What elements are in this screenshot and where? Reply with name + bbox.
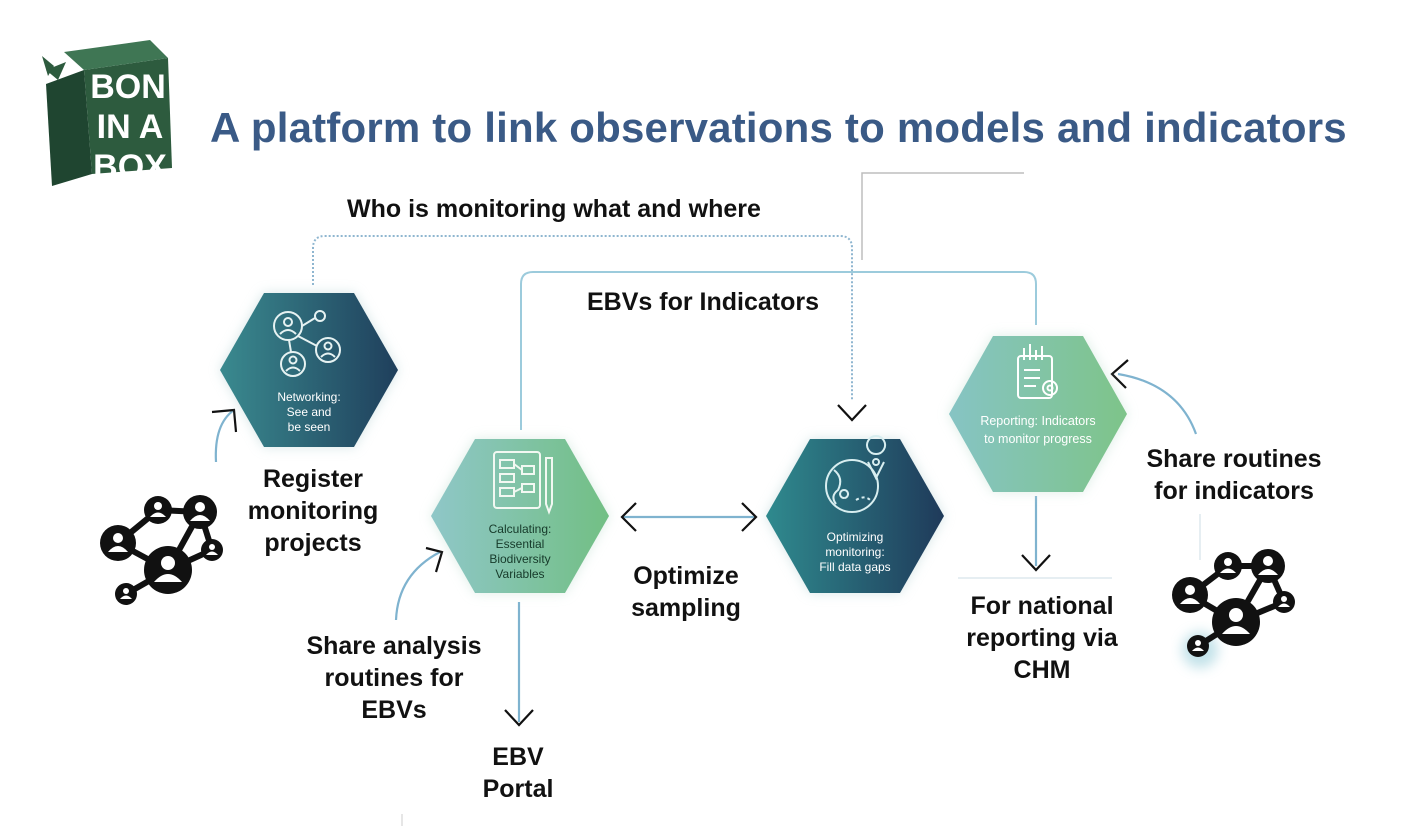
register-arrowhead xyxy=(211,408,238,433)
networking-line: See and xyxy=(286,405,332,419)
people-network-icon xyxy=(273,310,341,377)
logo-line-2: IN A xyxy=(97,108,164,146)
calculating-line: Calculating: xyxy=(488,522,552,536)
reporting-hex-label: Reporting: Indicators to monitor progres… xyxy=(968,412,1108,448)
ebv-portal-line: Portal xyxy=(482,775,554,803)
optimize-sampling-line: sampling xyxy=(631,594,741,622)
double-arrow-left-head xyxy=(620,502,637,532)
people-network-right-icon xyxy=(1172,549,1295,668)
share-analysis-label: Share analysis routines for EBVs xyxy=(300,630,488,726)
page-title: A platform to link observations to model… xyxy=(210,104,1347,151)
report-chart-gear-icon xyxy=(1017,344,1058,399)
optimizing-in-arrowhead xyxy=(837,404,867,422)
calculating-line: Essential xyxy=(495,537,545,551)
people-network-left-icon xyxy=(100,495,223,605)
grey-corner-line xyxy=(861,172,1024,260)
flowchart-pencil-icon xyxy=(493,451,553,515)
register-curved-arrow xyxy=(214,409,235,463)
share-analysis-line: routines for xyxy=(324,664,464,692)
share-analysis-arrowhead xyxy=(425,546,444,573)
who-monitoring-connector xyxy=(312,235,853,400)
register-line: projects xyxy=(264,529,362,557)
share-indicators-line: Share routines xyxy=(1146,445,1322,473)
reporting-hex[interactable] xyxy=(949,336,1127,492)
ebv-portal-arrowhead xyxy=(504,709,534,727)
networking-line: be seen xyxy=(287,420,331,434)
share-analysis-line: EBVs xyxy=(361,696,427,724)
optimize-sampling-label: Optimize sampling xyxy=(616,560,756,624)
logo-line-3: BOX xyxy=(93,148,167,186)
share-analysis-line: Share analysis xyxy=(306,632,482,660)
logo-text: BON IN A BOX xyxy=(90,68,167,186)
share-indicators-curved-arrow xyxy=(1117,372,1198,435)
calculating-line: Variables xyxy=(495,567,545,581)
reporting-line: Reporting: Indicators xyxy=(980,414,1096,428)
who-monitoring-label: Who is monitoring what and where xyxy=(347,195,761,223)
networking-line: Networking: xyxy=(277,390,341,404)
share-indicators-arrowhead xyxy=(1110,359,1129,389)
networking-hex-label: Networking: See and be seen xyxy=(259,390,359,435)
double-arrow-right-head xyxy=(741,502,758,532)
share-indicators-line: for indicators xyxy=(1154,477,1314,505)
national-reporting-line: reporting via xyxy=(966,624,1118,652)
register-line: monitoring xyxy=(247,497,379,525)
optimizing-line: Fill data gaps xyxy=(819,560,891,574)
optimizing-line: Optimizing xyxy=(826,530,884,544)
calculating-hex[interactable] xyxy=(431,439,609,593)
optimize-sampling-line: Optimize xyxy=(633,562,739,590)
networking-hex[interactable] xyxy=(220,293,398,447)
national-reporting-label: For national reporting via CHM xyxy=(952,590,1132,686)
register-label: Register monitoring projects xyxy=(236,463,390,559)
national-reporting-line: For national xyxy=(970,592,1114,620)
ebv-portal-label: EBV Portal xyxy=(468,741,568,805)
calculating-line: Biodiversity xyxy=(489,552,551,566)
logo-box xyxy=(42,40,172,186)
logo-line-1: BON xyxy=(90,68,166,106)
globe-pin-icon xyxy=(825,435,887,513)
reporting-line: to monitor progress xyxy=(984,432,1092,446)
ebvs-indicators-connector xyxy=(520,271,1037,430)
ebvs-indicators-label: EBVs for Indicators xyxy=(587,288,819,316)
optimizing-hex-label: Optimizing monitoring: Fill data gaps xyxy=(805,530,905,575)
ebv-portal-line: EBV xyxy=(492,743,544,771)
optimizing-line: monitoring: xyxy=(825,545,885,559)
national-reporting-line: CHM xyxy=(1013,656,1071,684)
optimizing-hex[interactable] xyxy=(766,439,944,593)
national-reporting-arrowhead xyxy=(1021,554,1051,572)
calculating-hex-label: Calculating: Essential Biodiversity Vari… xyxy=(470,522,570,582)
share-analysis-curved-arrow xyxy=(394,551,441,621)
register-line: Register xyxy=(262,465,364,493)
share-indicators-label: Share routines for indicators xyxy=(1134,443,1334,507)
